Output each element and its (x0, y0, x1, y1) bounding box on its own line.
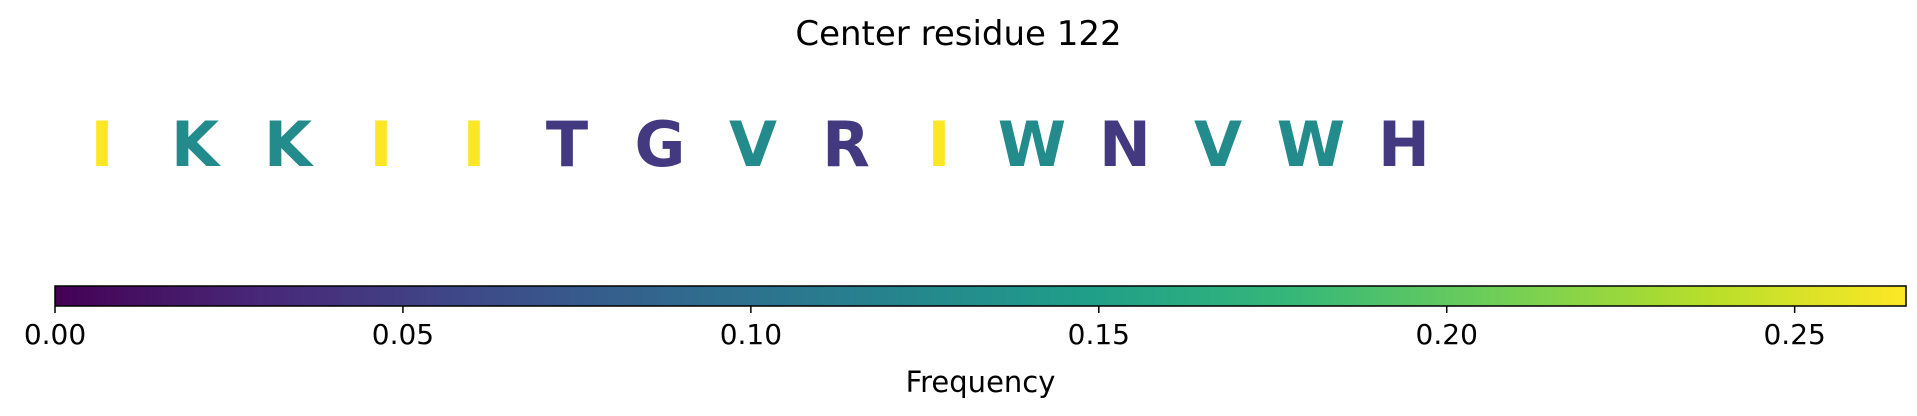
residue-letter: R (822, 108, 870, 181)
chart-title: Center residue 122 (795, 14, 1122, 54)
residue-letter: H (1378, 108, 1430, 181)
colorbar-tick-label: 0.15 (1068, 318, 1130, 351)
residue-letter: V (729, 108, 777, 181)
residue-letter: I (90, 108, 113, 181)
colorbar-label: Frequency (906, 365, 1056, 399)
residue-letter: I (369, 108, 392, 181)
colorbar-gradient (54, 285, 1907, 307)
residue-letter: I (927, 108, 950, 181)
colorbar-tick-label: 0.05 (372, 318, 434, 351)
residue-letter: T (546, 108, 588, 181)
colorbar-tick-label: 0.00 (24, 318, 86, 351)
residue-letter: W (998, 108, 1066, 181)
residue-letter: V (1194, 108, 1242, 181)
residue-letter: K (171, 108, 221, 181)
colorbar-tick-label: 0.25 (1763, 318, 1825, 351)
residue-letter: N (1099, 108, 1151, 181)
residue-letter: W (1277, 108, 1345, 181)
residue-letter: G (635, 108, 686, 181)
colorbar-tick-label: 0.10 (720, 318, 782, 351)
colorbar-tick-label: 0.20 (1416, 318, 1478, 351)
residue-letter: I (462, 108, 485, 181)
residue-letter: K (264, 108, 314, 181)
